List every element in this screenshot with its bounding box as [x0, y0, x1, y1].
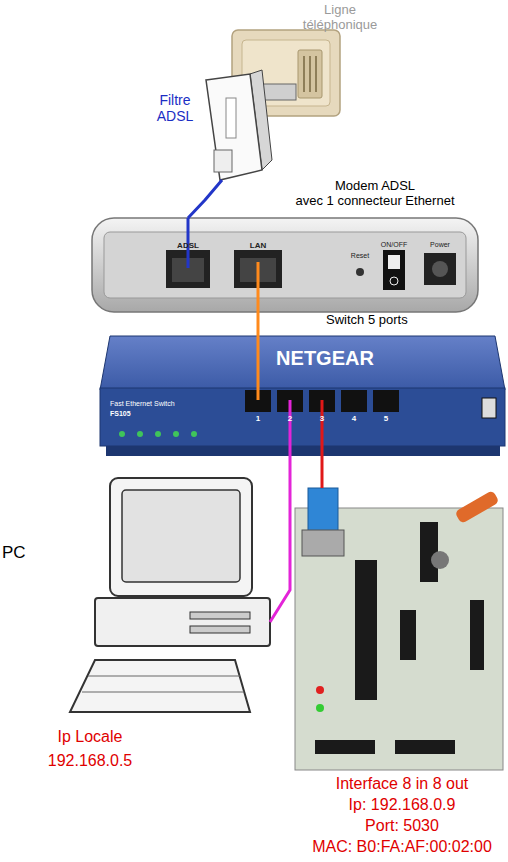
switch-led: [191, 431, 197, 437]
device-label: Switch 5 ports: [326, 313, 446, 328]
switch-led: [155, 431, 161, 437]
pc-drive: [190, 626, 250, 633]
modem-body: [92, 218, 478, 312]
cable-segment: [257, 262, 260, 312]
device-label: 3: [309, 414, 335, 423]
device-label: PC: [2, 543, 42, 563]
network-cable: [270, 456, 290, 622]
keyboard-row: [88, 676, 240, 677]
adsl-modem: Modem ADSLavec 1 connecteur EthernetADSL…: [92, 218, 478, 312]
device-label: Interface 8 in 8 out: [296, 775, 508, 793]
cable-segment: [289, 400, 292, 456]
power-jack-hole: [432, 261, 448, 277]
ic-chip: [470, 600, 484, 670]
pc-case: [95, 598, 270, 646]
power-connector: [454, 490, 499, 524]
device-label: Fast Ethernet Switch: [110, 400, 210, 408]
device-label: Power: [422, 241, 458, 249]
modem-panel: [104, 232, 466, 298]
device-label: ON/OFF: [376, 241, 412, 249]
filter-body: [206, 74, 262, 180]
device-label: 5: [373, 414, 399, 423]
device-label: Ip Locale: [20, 728, 160, 746]
device-label: 1: [245, 414, 271, 423]
switch-led: [137, 431, 143, 437]
pcb-board: [295, 508, 503, 770]
reset-button: [356, 268, 364, 276]
switch-led: [173, 431, 179, 437]
pin-header: [395, 740, 455, 754]
device-label: Ligne téléphonique: [290, 3, 390, 33]
switch-port: [373, 390, 399, 412]
network-cable: [188, 180, 222, 218]
device-label: LAN: [240, 241, 276, 250]
socket-contact: [309, 56, 311, 92]
power-switch-mark: [388, 255, 400, 269]
device-label: Modem ADSL: [275, 179, 475, 194]
pc-computer: PCIp Locale192.168.0.5: [70, 470, 270, 720]
pc-keyboard: [70, 660, 250, 712]
pc-monitor: [110, 478, 252, 596]
switch-led: [119, 431, 125, 437]
ic-chip: [420, 522, 438, 582]
network-cable: [321, 456, 324, 488]
uplink-button: [482, 398, 496, 418]
device-label: NETGEAR: [230, 347, 420, 370]
led: [316, 704, 324, 712]
power-switch-mark: [390, 277, 398, 285]
device-label: 4: [341, 414, 367, 423]
socket-slot: [298, 50, 322, 98]
device-label: Ip: 192.168.0.9: [296, 796, 508, 814]
switch-top: [100, 336, 505, 390]
keyboard-row: [82, 692, 244, 693]
device-label: 2: [277, 414, 303, 423]
switch-front: [100, 388, 505, 446]
network-cable: [257, 312, 260, 336]
switch-base: [106, 446, 500, 456]
device-label: Port: 5030: [296, 817, 508, 835]
ic-chip: [400, 610, 416, 660]
pc-drive: [190, 612, 250, 619]
rj45-plug: [308, 488, 338, 532]
cable-segment: [257, 336, 260, 400]
device-label: FS105: [110, 410, 210, 418]
device-label: ADSL: [170, 241, 206, 250]
network-switch: Switch 5 portsNETGEARFast Ethernet Switc…: [100, 336, 505, 456]
wall-socket: Ligne téléphonique: [232, 30, 340, 116]
socket-contact: [315, 56, 317, 92]
switch-port: [341, 390, 367, 412]
power-jack: [424, 253, 456, 285]
pc-screen: [122, 490, 240, 582]
adsl-filter: Filtre ADSL: [198, 74, 264, 180]
power-switch: [383, 250, 405, 290]
led: [316, 686, 324, 694]
filter-slot: [226, 98, 236, 138]
filter-jack: [214, 150, 232, 172]
device-label: Reset: [344, 252, 376, 260]
device-label: avec 1 connecteur Ethernet: [275, 194, 475, 209]
cable-segment: [321, 400, 324, 456]
capacitor: [431, 551, 449, 569]
rj45-jack: [302, 530, 344, 556]
pin-header: [315, 740, 375, 754]
device-label: MAC: B0:FA:AF:00:02:00: [296, 838, 508, 856]
io-interface-board: Interface 8 in 8 outIp: 192.168.0.9Port:…: [292, 488, 504, 770]
socket-contact: [303, 56, 305, 92]
microcontroller-chip: [355, 560, 377, 700]
device-label: 192.168.0.5: [20, 752, 160, 770]
device-label: Filtre ADSL: [146, 92, 204, 124]
filter-plug: [262, 84, 296, 100]
